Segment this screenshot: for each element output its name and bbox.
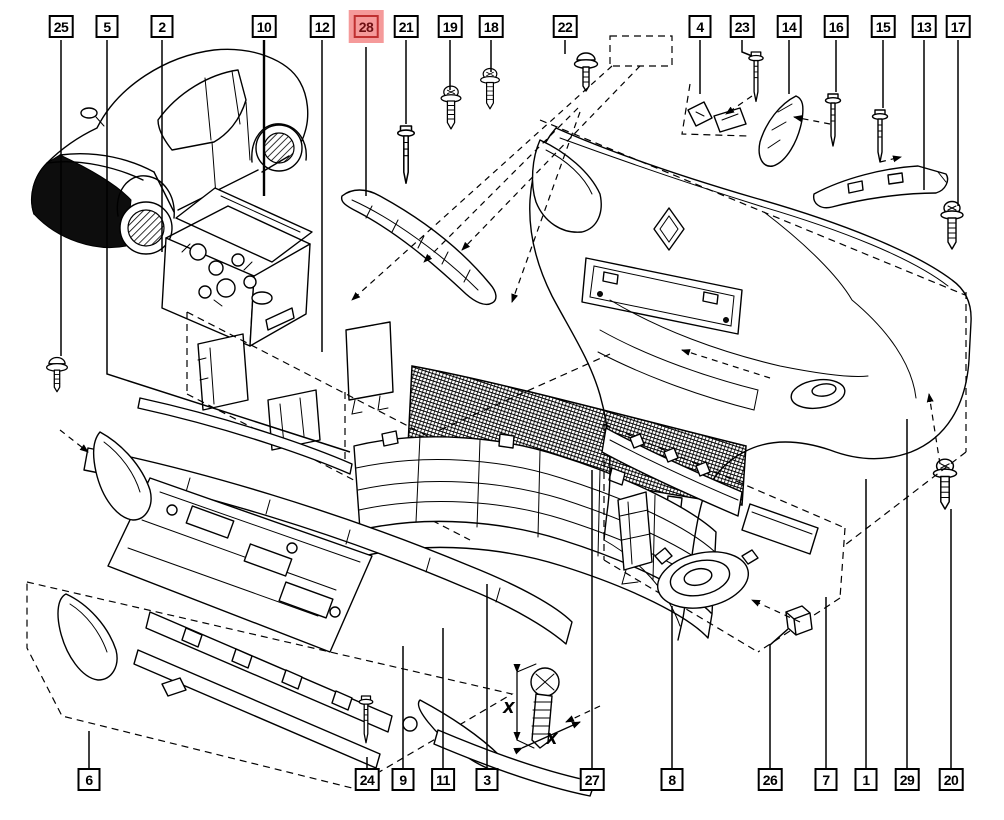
callout-27[interactable]: 27 (579, 768, 605, 791)
side-bracket-rail (813, 165, 949, 209)
bolt-21-icon (396, 125, 416, 184)
rivet-22-icon (573, 52, 599, 92)
callout-17[interactable]: 17 (945, 15, 971, 38)
callout-22[interactable]: 22 (552, 15, 578, 38)
callout-25[interactable]: 25 (48, 15, 74, 38)
callout-5[interactable]: 5 (95, 15, 119, 38)
leader-line-23 (741, 40, 753, 57)
callout-19[interactable]: 19 (437, 15, 463, 38)
foglamp-and-trim-group (601, 423, 846, 653)
callout-7[interactable]: 7 (814, 768, 838, 791)
callout-9[interactable]: 9 (391, 768, 415, 791)
screw-18-icon (480, 67, 500, 110)
callout-6[interactable]: 6 (77, 768, 101, 791)
callout-18[interactable]: 18 (478, 15, 504, 38)
reinforcement-kit (26, 581, 596, 797)
screw-17-icon (940, 200, 964, 250)
dimension-x-vertical: X (502, 699, 516, 717)
callout-1[interactable]: 1 (854, 768, 878, 791)
pin-16-icon (824, 93, 842, 147)
callout-28-highlighted[interactable]: 28 (353, 15, 379, 38)
callout-15[interactable]: 15 (870, 15, 896, 38)
pin-15-icon (871, 109, 889, 163)
retaining-clips (681, 83, 749, 137)
pointer-arrows (59, 35, 967, 723)
callout-13[interactable]: 13 (911, 15, 937, 38)
empty-reference-box (609, 35, 673, 67)
callout-8[interactable]: 8 (660, 768, 684, 791)
upper-grille-strip (340, 189, 497, 306)
callout-24[interactable]: 24 (354, 768, 380, 791)
callout-23[interactable]: 23 (729, 15, 755, 38)
leader-line-26 (769, 628, 789, 768)
callout-29[interactable]: 29 (894, 768, 920, 791)
rivet-25-icon (46, 356, 68, 393)
lower-beam-and-undertray (83, 397, 573, 653)
pin-23-icon (748, 51, 764, 103)
callout-12[interactable]: 12 (309, 15, 335, 38)
callout-16[interactable]: 16 (823, 15, 849, 38)
side-bracket-upper (758, 95, 804, 167)
callout-14[interactable]: 14 (776, 15, 802, 38)
callout-4[interactable]: 4 (688, 15, 712, 38)
callout-11[interactable]: 11 (431, 768, 455, 791)
callout-20[interactable]: 20 (938, 768, 964, 791)
screw-19-icon (440, 85, 462, 130)
screw-20-icon (932, 458, 958, 510)
screw-dimension-detail: X X (502, 663, 581, 755)
dimension-x-horizontal: X (545, 730, 559, 748)
callout-26[interactable]: 26 (757, 768, 783, 791)
callout-2[interactable]: 2 (150, 15, 174, 38)
hardware-kit-box (161, 187, 313, 347)
leader-line-5 (106, 40, 351, 453)
vehicle-illustration (30, 48, 309, 255)
callout-10[interactable]: 10 (251, 15, 277, 38)
mounting-plate (345, 321, 394, 415)
callout-21[interactable]: 21 (393, 15, 419, 38)
leader-lines (60, 40, 959, 768)
callout-3[interactable]: 3 (475, 768, 499, 791)
